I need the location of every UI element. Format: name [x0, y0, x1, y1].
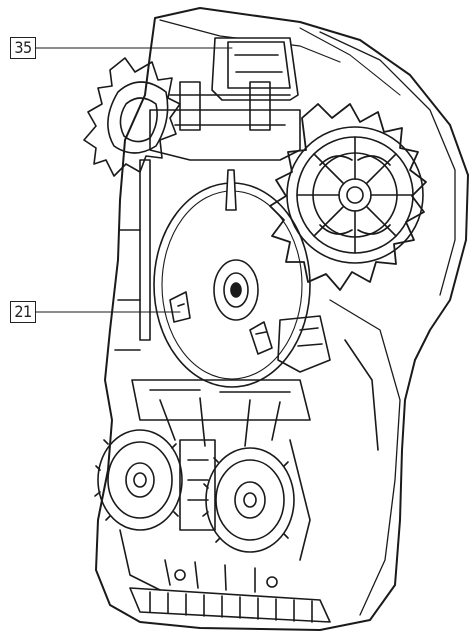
callout-35-label: 35 — [10, 37, 36, 59]
rear-left-drive-wheel — [83, 57, 181, 177]
front-bumper — [129, 559, 331, 623]
left-front-caster-wheel — [94, 429, 183, 531]
callout-21-label: 21 — [10, 301, 36, 323]
right-front-caster-wheel — [202, 447, 295, 553]
front-right-drive-wheel — [269, 103, 427, 291]
mower-body-shell — [95, 7, 469, 631]
carry-handle — [211, 37, 299, 101]
cutting-disc — [153, 169, 311, 388]
